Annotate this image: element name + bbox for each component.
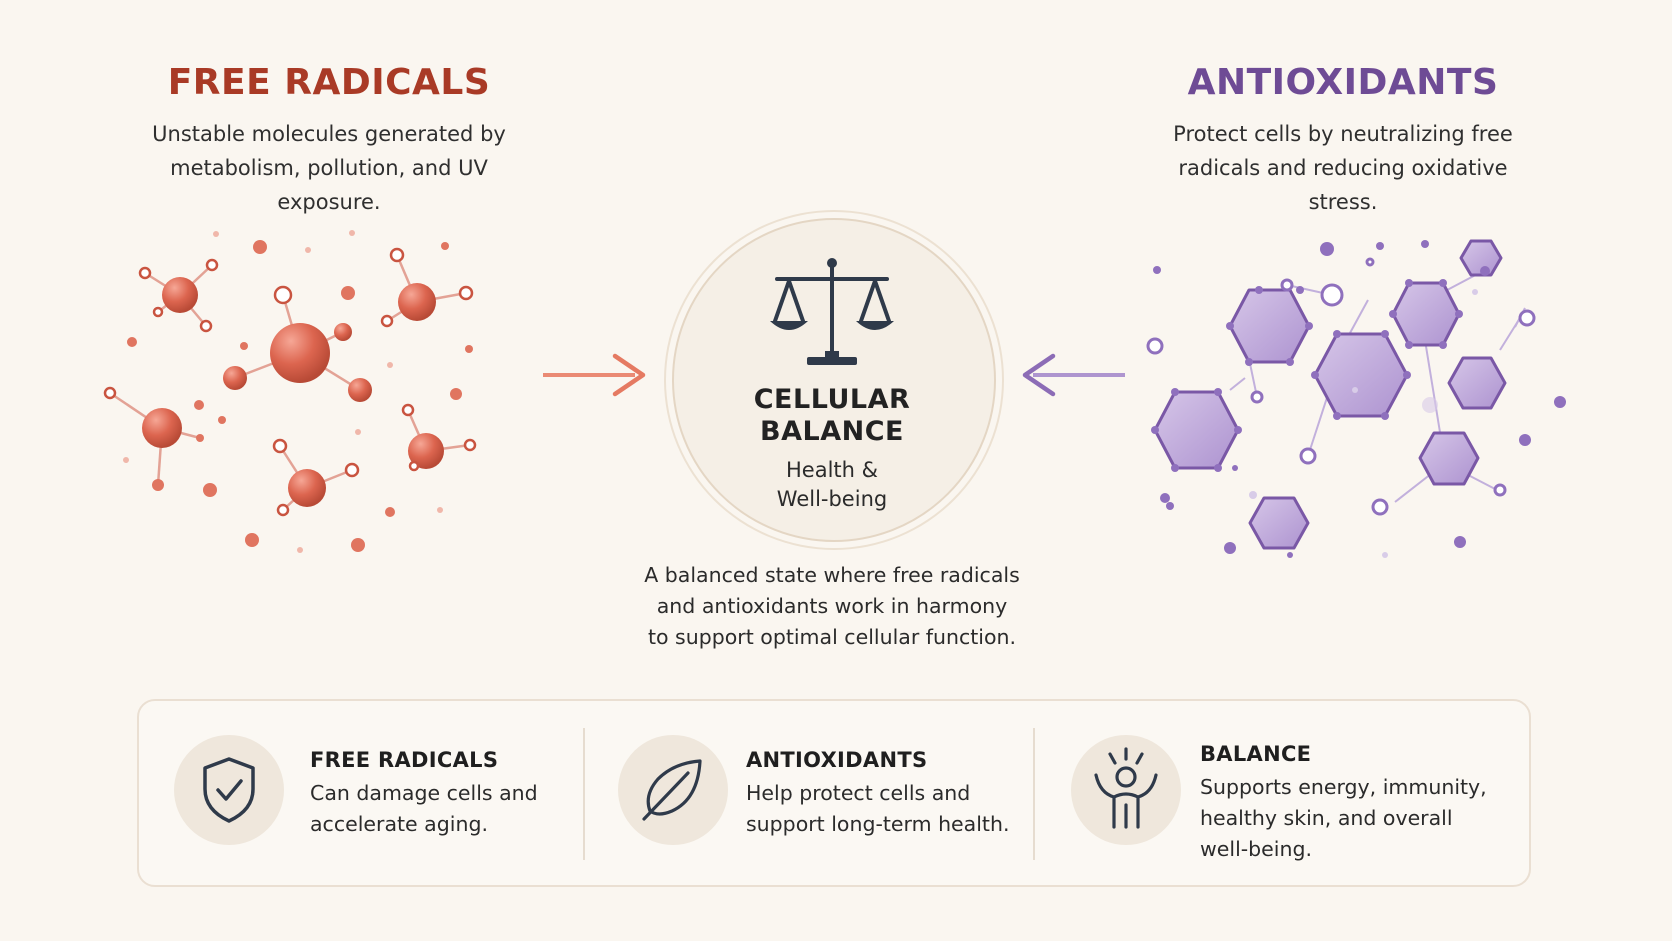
card-balance-text-line2: healthy skin, and overall — [1200, 806, 1453, 830]
card-balance-title: BALANCE — [1200, 742, 1312, 766]
cellular-balance-subtitle-line1: Health & — [785, 458, 878, 482]
cellular-balance-title: CELLULAR BALANCE — [712, 384, 952, 448]
free-radicals-title: FREE RADICALS — [167, 62, 491, 103]
free-radical-molecules-illustration — [103, 230, 477, 553]
cellular-balance-description-line2: and antioxidants work in harmony — [656, 594, 1008, 618]
cellular-balance-title-line2: BALANCE — [760, 416, 904, 447]
card-free-radicals-text-line1: Can damage cells and — [310, 781, 538, 805]
card-balance-text-line3: well-being. — [1200, 837, 1313, 861]
cellular-balance-title-line1: CELLULAR — [753, 384, 911, 415]
card-antioxidants-title: ANTIOXIDANTS — [746, 748, 928, 772]
panel-divider — [1033, 728, 1035, 860]
card-antioxidants-text: Help protect cells and support long-term… — [746, 778, 1046, 840]
arrow-right-icon — [543, 353, 646, 397]
card-free-radicals-text: Can damage cells and accelerate aging. — [310, 778, 610, 840]
leaf-icon — [618, 735, 728, 845]
antioxidants-description: Protect cells by neutralizing free radic… — [1173, 122, 1513, 214]
antioxidants-title: ANTIOXIDANTS — [1187, 62, 1499, 103]
card-balance-text-line1: Supports energy, immunity, — [1200, 775, 1487, 799]
info-panel — [137, 699, 1531, 887]
antioxidant-molecules-illustration — [1146, 239, 1566, 558]
cellular-balance-description-line1: A balanced state where free radicals — [644, 563, 1020, 587]
cellular-balance-subtitle: Health & Well-being — [712, 456, 952, 514]
card-antioxidants-text-line2: support long-term health. — [746, 812, 1010, 836]
card-free-radicals-text-line2: accelerate aging. — [310, 812, 488, 836]
cellular-balance-description-line3: to support optimal cellular function. — [647, 625, 1017, 649]
card-free-radicals-title: FREE RADICALS — [310, 748, 499, 772]
cellular-balance-description: A balanced state where free radicals and… — [622, 560, 1042, 653]
person-celebrating-icon — [1071, 735, 1181, 845]
free-radicals-description: Unstable molecules generated by metaboli… — [152, 122, 506, 214]
arrow-left-icon — [1022, 353, 1125, 397]
shield-check-icon — [174, 735, 284, 845]
cellular-balance-subtitle-line2: Well-being — [776, 487, 888, 511]
balance-scale-icon — [770, 258, 894, 365]
panel-divider — [583, 728, 585, 860]
card-balance-text: Supports energy, immunity, healthy skin,… — [1200, 772, 1500, 865]
card-antioxidants-text-line1: Help protect cells and — [746, 781, 971, 805]
